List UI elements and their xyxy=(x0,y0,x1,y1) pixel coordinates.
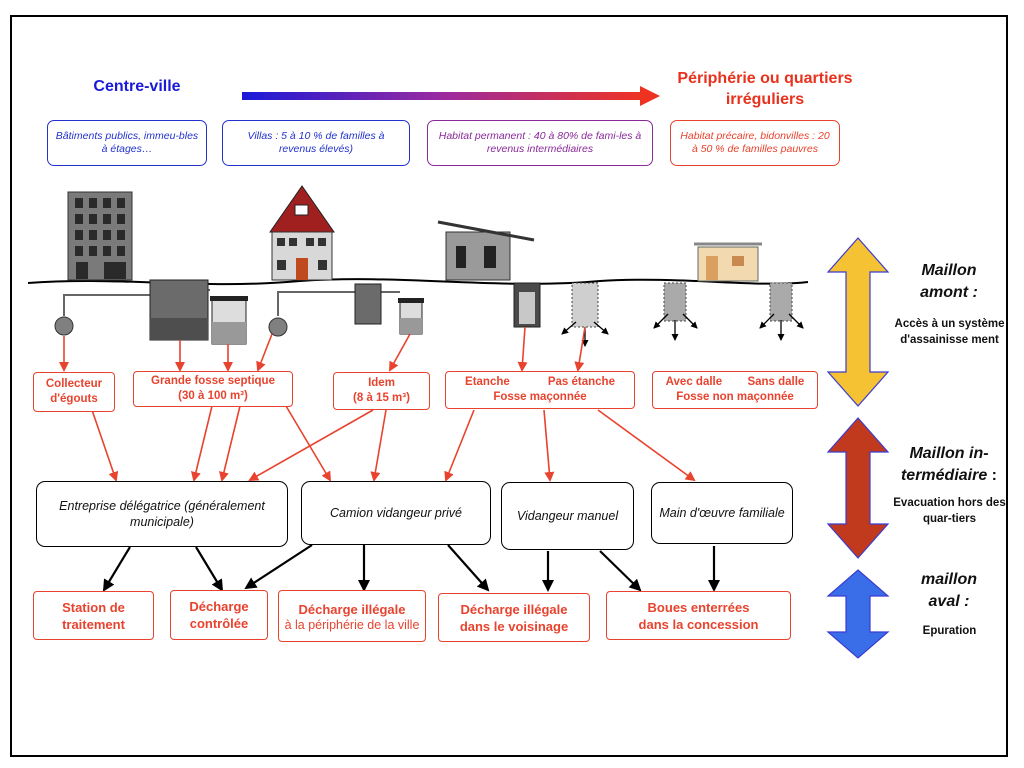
villa-icon xyxy=(269,185,335,281)
header-peripherie: Périphérie ou quartiers irréguliers xyxy=(645,68,885,110)
category-box-villas: Villas : 5 à 10 % de familles à revenus … xyxy=(222,120,410,166)
actor-entreprise-delegatrice: Entreprise délégatrice (généralement mun… xyxy=(36,481,288,547)
source-grande-fosse-line1: Grande fosse septique xyxy=(151,375,275,387)
actor-vidangeur-manuel: Vidangeur manuel xyxy=(501,482,634,550)
maillon-amont-title-1: Maillon xyxy=(921,262,977,279)
maillon-intermediaire-title: Maillon in- termédiaire : xyxy=(890,443,1008,487)
maillon-intermediaire-desc: Evacuation hors des quar-tiers xyxy=(893,497,1006,525)
destination-decharge-peripherie: Décharge illégale à la périphérie de la … xyxy=(278,590,426,642)
fosse-non-maconnee-label: Fosse non maçonnée xyxy=(676,391,794,403)
source-collecteur-line2: d'égouts xyxy=(50,393,98,405)
maillon-aval-arrow-icon xyxy=(826,569,890,659)
source-fosse-non-maconnee: Avec dalle Sans dalle Fosse non maçonnée xyxy=(652,371,818,409)
header-centre-ville: Centre-ville xyxy=(93,78,181,95)
category-box-centre: Bâtiments publics, immeu-bles à étages… xyxy=(47,120,207,166)
source-grande-fosse: Grande fosse septique (30 à 100 m³) xyxy=(133,371,293,407)
maillon-aval-title: maillon aval : xyxy=(890,569,1008,613)
source-grande-fosse-line2: (30 à 100 m³) xyxy=(178,390,248,402)
large-septic-tank-icon xyxy=(149,279,248,345)
destination-decharge-peripherie-title: Décharge illégale xyxy=(298,601,406,617)
source-idem-line1: Idem xyxy=(368,377,395,389)
maillon-intermediaire-arrow-icon xyxy=(826,417,890,559)
header-peripherie-line2: irréguliers xyxy=(725,91,805,108)
fosse-maconnee-pas-etanche: Pas étanche xyxy=(547,376,615,388)
source-fosse-maconnee: Etanche Pas étanche Fosse maçonnée xyxy=(445,371,635,409)
sewer-node-icon xyxy=(54,316,74,336)
destination-decharge-controlee: Décharge contrôlée xyxy=(170,590,268,640)
maillon-amont-title: Maillon amont : xyxy=(890,260,1008,304)
maillon-aval-title-1: maillon xyxy=(920,571,977,588)
source-idem: Idem (8 à 15 m³) xyxy=(333,372,430,410)
source-idem-line2: (8 à 15 m³) xyxy=(353,392,410,404)
fosse-non-maconnee-avec-dalle: Avec dalle xyxy=(665,376,723,388)
ground-line xyxy=(27,278,809,286)
destination-station-line2: traitement xyxy=(62,616,125,632)
maillon-intermediaire-title-suffix: : xyxy=(987,467,998,484)
actor-camion-vidangeur: Camion vidangeur privé xyxy=(301,481,491,545)
category-box-habitat-permanent: Habitat permanent : 40 à 80% de fami-les… xyxy=(427,120,653,166)
sewer-node-icon xyxy=(268,317,288,337)
permanent-house-icon xyxy=(437,220,535,281)
destination-decharge-voisinage-line1: Décharge illégale xyxy=(460,601,568,617)
precarious-house-icon xyxy=(694,242,762,282)
destination-boues-line2: dans la concession xyxy=(638,616,759,632)
maillon-aval-title-2: aval : xyxy=(928,593,970,610)
small-septic-tank-icon xyxy=(354,283,424,335)
destination-decharge-peripherie-sub: à la périphérie de la ville xyxy=(284,617,420,632)
destination-boues-enterrees: Boues enterrées dans la concession xyxy=(606,591,791,640)
fosse-maconnee-label: Fosse maçonnée xyxy=(493,391,587,403)
apartment-building-icon xyxy=(67,191,133,281)
destination-decharge-voisinage: Décharge illégale dans le voisinage xyxy=(438,593,590,642)
fosse-maconnee-etanche: Etanche xyxy=(465,376,510,388)
slide-frame xyxy=(10,15,1008,757)
destination-decharge-controlee-line2: contrôlée xyxy=(189,616,249,631)
maillon-intermediaire-title-2: termédiaire xyxy=(900,467,988,484)
black-flow-arrows xyxy=(102,544,720,592)
masonry-pit-icon xyxy=(513,282,609,347)
destination-boues-line1: Boues enterrées xyxy=(647,599,750,615)
gradient-arrow xyxy=(242,86,660,106)
maillon-amont-title-2: amont : xyxy=(920,284,978,301)
source-collecteur: Collecteur d'égouts xyxy=(33,372,115,412)
header-peripherie-line1: Périphérie ou quartiers xyxy=(677,70,853,87)
maillon-intermediaire-title-1: Maillon in- xyxy=(909,445,989,462)
source-collecteur-line1: Collecteur xyxy=(45,378,103,390)
destination-decharge-voisinage-line2: dans le voisinage xyxy=(459,618,569,634)
category-box-habitat-precaire: Habitat précaire, bidonvilles : 20 à 50 … xyxy=(670,120,840,166)
actor-main-oeuvre: Main d'œuvre familiale xyxy=(651,482,793,544)
maillon-amont-desc: Accès à un système d'assainisse ment xyxy=(894,318,1005,346)
destination-station: Station de traitement xyxy=(33,591,154,640)
fosse-non-maconnee-sans-dalle: Sans dalle xyxy=(747,376,805,388)
maillon-amont-arrow-icon xyxy=(826,237,890,407)
destination-station-line1: Station de xyxy=(62,599,125,615)
maillon-aval-desc: Epuration xyxy=(922,625,977,637)
red-flow-arrows xyxy=(59,326,696,482)
earth-pit-icon xyxy=(653,282,804,341)
destination-decharge-controlee-line1: Décharge xyxy=(189,599,249,614)
